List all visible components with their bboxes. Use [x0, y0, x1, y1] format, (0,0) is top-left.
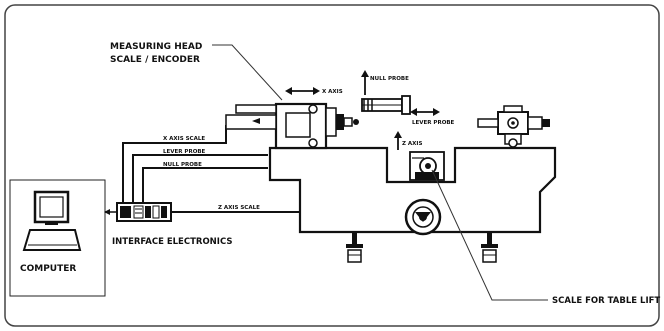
measuring-head-leader: [212, 44, 283, 101]
measuring-head: [225, 102, 359, 150]
computer-link-arrowhead: [104, 209, 110, 215]
x-axis-arrow: [285, 87, 320, 95]
interface-electronics-unit: [116, 202, 172, 222]
interface-electronics-label: INTERFACE ELECTRONICS: [112, 237, 232, 247]
measuring-head-label-line2: SCALE / ENCODER: [110, 55, 200, 65]
machine-base: [268, 146, 557, 234]
lever-probe-arrow: [410, 108, 440, 116]
x-axis-label: X AXIS: [322, 89, 343, 95]
x-axis-scale-cable-label: X AXIS SCALE: [163, 136, 205, 142]
tailstock-unit: [477, 105, 550, 148]
table-lift-leader: [431, 169, 548, 301]
lever-probe-cable-label: LEVER PROBE: [163, 149, 206, 155]
null-probe: [361, 95, 411, 115]
computer-icon: [9, 179, 106, 297]
cable-bundle: [122, 125, 300, 213]
z-axis-stage: [409, 151, 445, 181]
computer-label: COMPUTER: [20, 264, 76, 274]
table-lift-label: SCALE FOR TABLE LIFT: [552, 296, 660, 306]
null-probe-label: NULL PROBE: [370, 76, 409, 82]
machine-foot-right: [481, 232, 498, 263]
measuring-head-label-line1: MEASURING HEAD: [110, 42, 202, 52]
table-lift-handwheel: [404, 198, 442, 236]
z-axis-scale-cable-label: Z AXIS SCALE: [218, 205, 260, 211]
null-probe-cable-label: NULL PROBE: [163, 162, 202, 168]
lever-probe-label: LEVER PROBE: [412, 120, 455, 126]
z-axis-label: Z AXIS: [402, 141, 422, 147]
machine-foot-left: [346, 232, 363, 263]
z-axis-arrow: [394, 131, 402, 150]
null-probe-arrow: [361, 70, 369, 95]
